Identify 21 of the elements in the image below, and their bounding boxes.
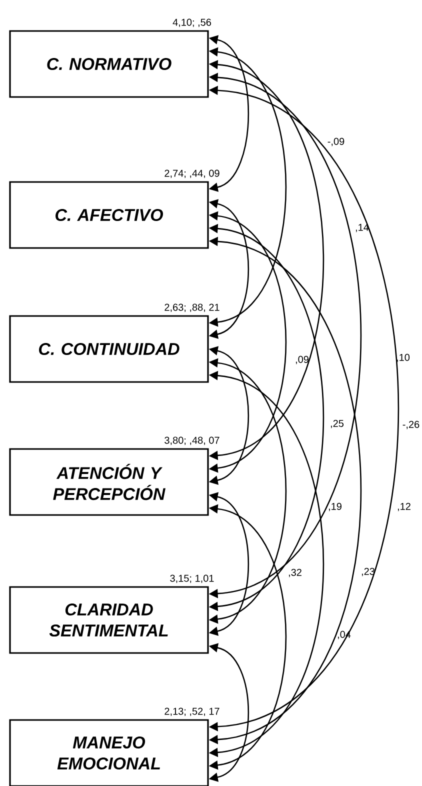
correlation-label: ,14	[356, 224, 369, 232]
variable-box: MANEJO EMOCIONAL	[9, 719, 209, 786]
statistics-label: 4,10; ,56	[172, 18, 212, 28]
statistics-label: 3,15; 1,01	[170, 574, 214, 583]
correlation-label: -,26	[402, 420, 420, 430]
statistics-label: 2,74; ,44, 09	[164, 170, 220, 178]
variable-box: C. CONTINUIDAD	[9, 315, 209, 383]
correlation-label: ,32	[288, 568, 302, 578]
correlation-label: ,25	[330, 420, 344, 428]
correlation-label: ,09	[296, 356, 308, 364]
variable-box: ATENCIÓN Y PERCEPCIÓN	[9, 448, 209, 516]
correlation-label: ,19	[328, 502, 342, 512]
variable-box: CLARIDAD SENTIMENTAL	[9, 586, 209, 654]
correlation-label: ,12	[398, 502, 410, 512]
statistics-label: 2,63; ,88, 21	[164, 304, 220, 312]
correlation-label: ,10	[396, 354, 410, 362]
variable-box: C. NORMATIVO	[9, 30, 209, 98]
statistics-label: 2,13; ,52, 17	[164, 708, 220, 716]
variable-box: C. AFECTIVO	[9, 181, 209, 249]
statistics-label: 3,80; ,48, 07	[164, 436, 220, 445]
correlation-label: -,09	[328, 138, 344, 146]
